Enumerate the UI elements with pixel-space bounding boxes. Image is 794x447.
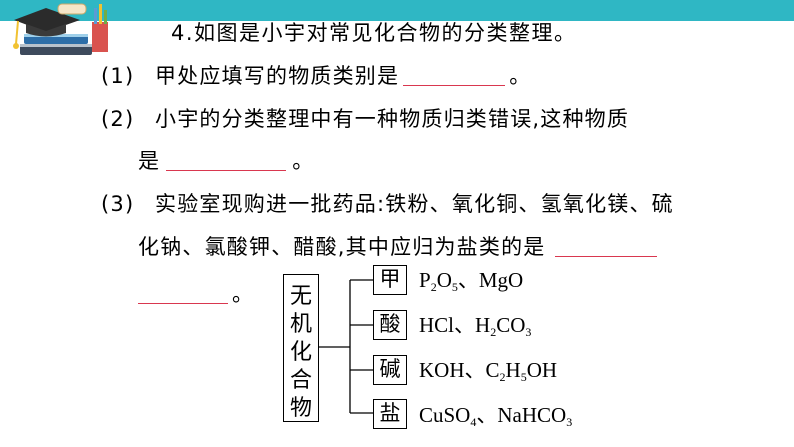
formula-text: H: [505, 358, 521, 382]
formula-subscript: 3: [566, 415, 573, 429]
formula-subscript: 2: [430, 280, 437, 294]
formula-text: HCl、H: [419, 313, 491, 337]
formula-subscript: 5: [520, 370, 527, 384]
inorganic-compound-box: 无 机 化 合 物: [283, 274, 319, 422]
formula-subscript: 2: [490, 325, 497, 339]
top-banner: [0, 0, 794, 21]
formula-text: O: [436, 268, 452, 292]
formula-text: KOH、C: [419, 358, 500, 382]
subquestion-3: (3) 实验室现购进一批药品:铁粉、氧化铜、氢氧化镁、硫: [101, 190, 674, 218]
formula-text: P: [419, 268, 431, 292]
graduation-cap-books-icon: [0, 0, 125, 62]
formula-text: OH: [526, 358, 558, 382]
subquestion-1-end: 。: [509, 64, 532, 88]
subquestion-3-line2: 化钠、氯酸钾、醋酸,其中应归为盐类的是: [138, 233, 658, 261]
root-char: 化: [289, 340, 312, 365]
subquestion-3-end: 。: [232, 282, 255, 306]
category-box-jia: 甲: [373, 265, 407, 295]
answer-blank-1[interactable]: [403, 65, 506, 86]
root-char: 合: [289, 368, 312, 393]
subquestion-2: (2) 小宇的分类整理中有一种物质归类错误,这种物质: [101, 105, 629, 133]
question-title: 4.如图是小宇对常见化合物的分类整理。: [171, 21, 577, 45]
formula-subscript: 3: [525, 325, 532, 339]
subquestion-1-number: (1): [101, 64, 135, 88]
category-items-base: KOH、C2H5OH: [419, 357, 557, 390]
formula-text: 、NaHCO: [476, 403, 567, 427]
category-box-base: 碱: [373, 355, 407, 385]
formula-subscript: 2: [499, 370, 506, 384]
subquestion-3-line3: 。: [138, 280, 254, 308]
subquestion-2-number: (2): [101, 107, 135, 131]
subquestion-2-end: 。: [292, 149, 315, 173]
root-char: 无: [289, 284, 312, 309]
category-items-salt: CuSO4、NaHCO3: [419, 402, 572, 435]
subquestion-2-line2: 是。: [138, 147, 314, 175]
subquestion-3-text-cont: 化钠、氯酸钾、醋酸,其中应归为盐类的是: [138, 235, 546, 259]
answer-blank-3a[interactable]: [555, 236, 658, 257]
root-char: 机: [289, 312, 312, 337]
subquestion-3-number: (3): [101, 192, 135, 216]
subquestion-2-text: 小宇的分类整理中有一种物质归类错误,这种物质: [155, 107, 630, 131]
category-items-jia: P2O5、MgO: [419, 267, 523, 300]
category-items-acid: HCl、H2CO3: [419, 312, 531, 345]
formula-subscript: 4: [470, 415, 477, 429]
formula-text: CuSO: [419, 403, 471, 427]
subquestion-3-text: 实验室现购进一批药品:铁粉、氧化铜、氢氧化镁、硫: [155, 192, 674, 216]
formula-subscript: 5: [451, 280, 458, 294]
formula-text: 、MgO: [457, 268, 524, 292]
subquestion-1: (1) 甲处应填写的物质类别是 。: [101, 62, 531, 90]
category-box-salt: 盐: [373, 399, 407, 429]
category-box-acid: 酸: [373, 310, 407, 340]
answer-blank-2[interactable]: [166, 150, 287, 171]
root-char: 物: [289, 396, 312, 421]
formula-text: CO: [496, 313, 526, 337]
subquestion-2-text-cont: 是: [138, 149, 161, 173]
subquestion-1-text: 甲处应填写的物质类别是: [155, 64, 400, 88]
answer-blank-3b[interactable]: [138, 283, 228, 304]
